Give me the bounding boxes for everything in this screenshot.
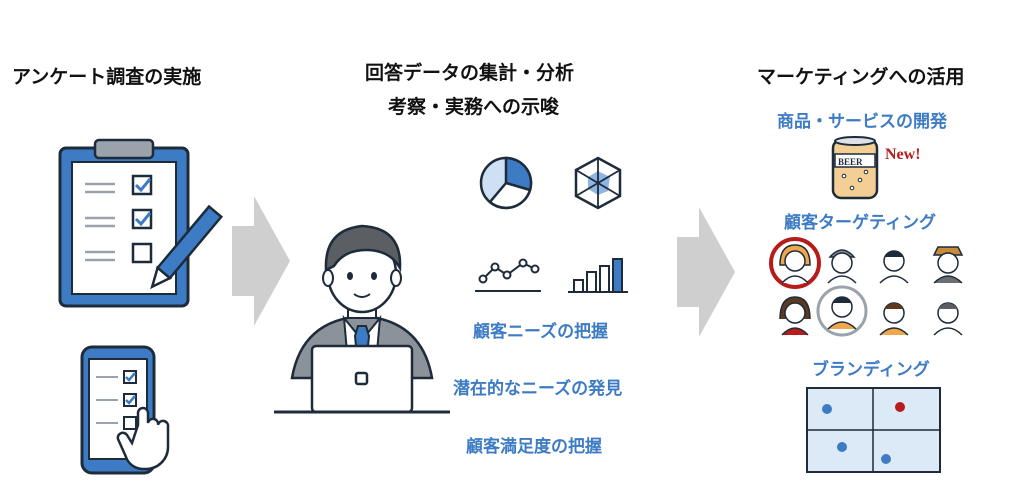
new-badge: New! [885, 146, 921, 163]
person-icon [816, 285, 868, 337]
person-icon [827, 249, 857, 284]
pie-chart-icon [479, 156, 533, 210]
radar-chart-icon [574, 156, 622, 210]
map-point [837, 442, 847, 452]
map-point [881, 454, 891, 464]
bar-chart-icon [568, 258, 628, 293]
person-icon [879, 302, 909, 336]
map-point [822, 404, 832, 414]
beer-can-label: BEER [838, 157, 863, 167]
smartphone-icon [80, 345, 170, 475]
clipboard-icon [58, 138, 224, 308]
flow-arrow [232, 196, 290, 326]
beer-can-icon [831, 136, 879, 200]
insight-customer-needs: 顧客ニーズの把握 [473, 322, 609, 342]
positioning-map [806, 387, 941, 473]
person-icon [779, 296, 811, 336]
person-icon [769, 237, 821, 289]
survey-title: アンケート調査の実施 [12, 66, 202, 88]
flow-arrow [677, 207, 735, 337]
insight-latent-needs: 潜在的なニーズの発見 [453, 379, 623, 399]
insight-satisfaction: 顧客満足度の把握 [466, 437, 602, 457]
analysis-title-line2: 考察・実務への示唆 [388, 96, 560, 118]
person-icon [932, 246, 964, 284]
map-point-highlight [895, 402, 905, 412]
customer-faces-grid [769, 237, 964, 337]
targeting-label: 顧客ターゲティング [784, 213, 936, 233]
analyst-illustration [274, 224, 450, 414]
product-dev-label: 商品・サービスの開発 [777, 112, 947, 132]
branding-label: ブランディング [812, 360, 930, 380]
marketing-title: マーケティングへの活用 [757, 66, 965, 88]
person-icon [879, 250, 909, 284]
analysis-title-line1: 回答データの集計・分析 [365, 62, 575, 84]
person-icon [933, 302, 963, 336]
line-chart-icon [475, 258, 541, 292]
